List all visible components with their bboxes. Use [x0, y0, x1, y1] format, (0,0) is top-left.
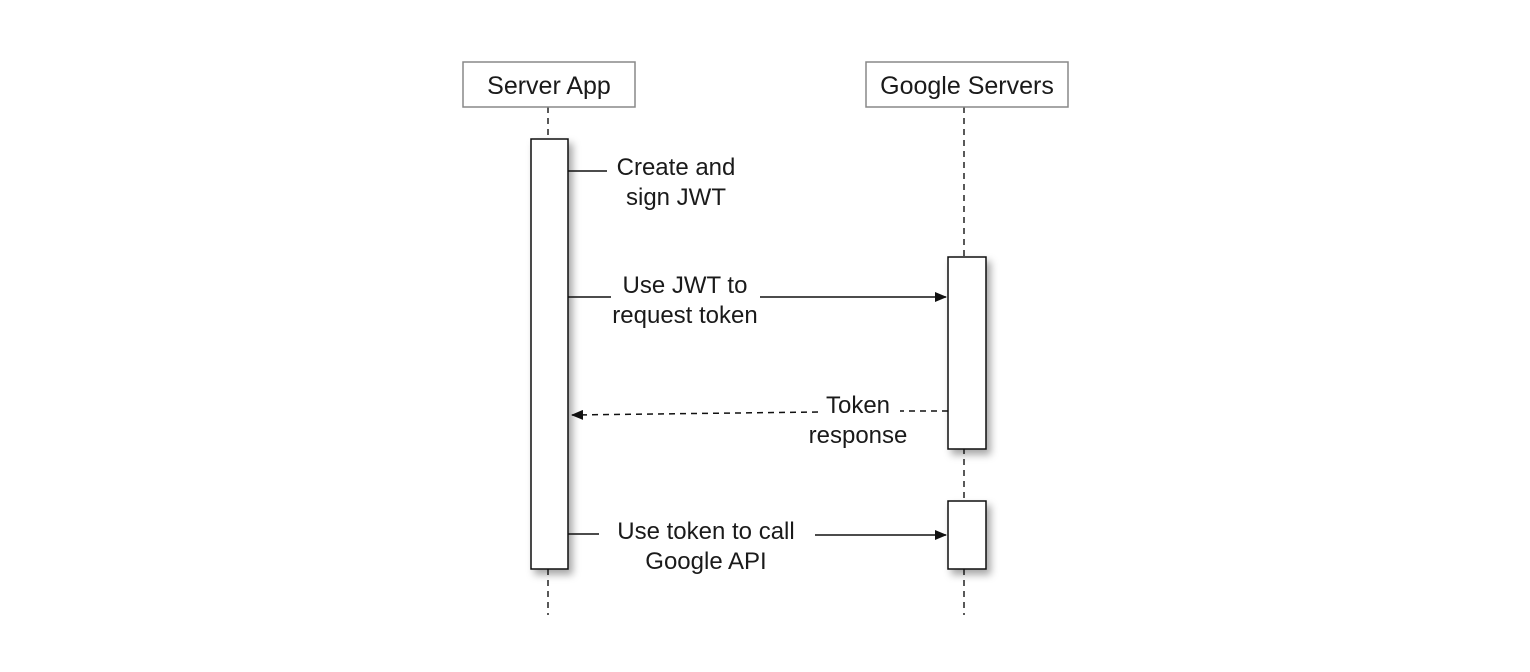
- message-create-sign-jwt: Create and sign JWT: [568, 154, 735, 211]
- message-label-line2: response: [809, 422, 908, 449]
- message-label-line2: request token: [612, 302, 757, 329]
- message-label-line1: Use JWT to: [623, 272, 748, 299]
- message-label-line1: Use token to call: [617, 518, 794, 545]
- message-label-line2: Google API: [645, 548, 766, 575]
- message-arrow: [571, 409, 819, 420]
- activation-google-servers-2: [947, 500, 987, 570]
- activation-google-servers-1: [947, 256, 987, 450]
- message-label-line1: Create and: [617, 154, 736, 181]
- actor-box: [865, 61, 1069, 108]
- actor-server-app-label: Server App: [487, 72, 611, 100]
- message-token-response: Token response: [571, 392, 948, 449]
- message-label-line2: sign JWT: [626, 184, 726, 211]
- actor-server-app: Server App: [462, 61, 636, 108]
- actor-box: [462, 61, 636, 108]
- actor-google-servers: Google Servers: [865, 61, 1069, 108]
- activation-server-app: [530, 138, 569, 570]
- message-request-token: Use JWT to request token: [568, 272, 947, 329]
- message-call-google-api: Use token to call Google API: [568, 518, 947, 575]
- message-label-line1: Token: [826, 392, 890, 419]
- actor-google-servers-label: Google Servers: [880, 72, 1054, 100]
